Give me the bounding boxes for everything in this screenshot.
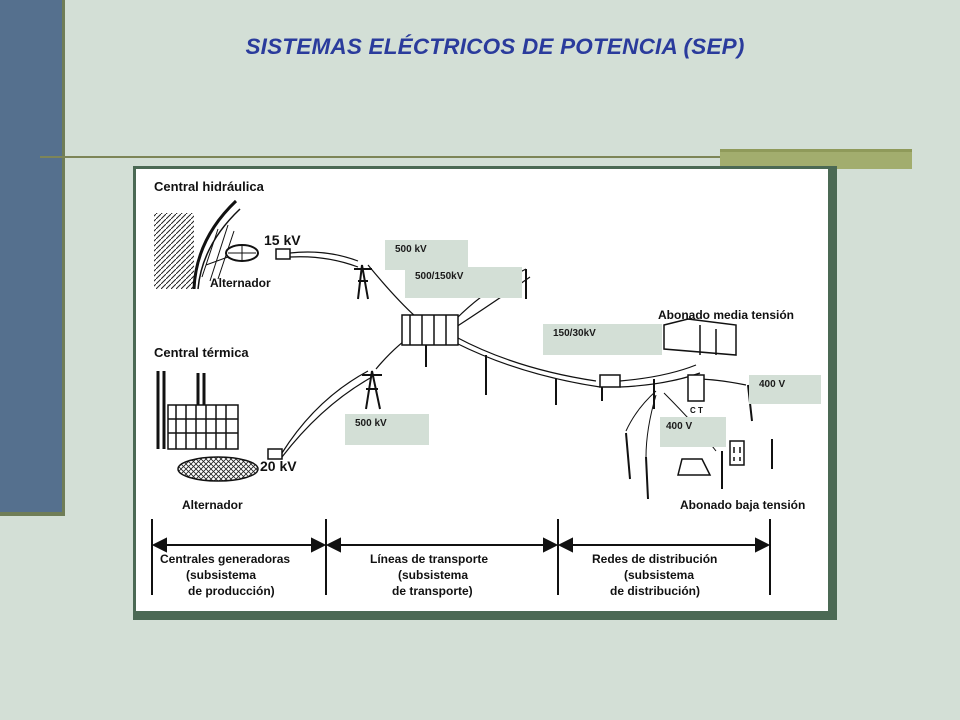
low-voltage-label: Abonado baja tensión [680, 498, 805, 512]
medium-voltage-label: Abonado media tensión [658, 308, 794, 322]
page-title: SISTEMAS ELÉCTRICOS DE POTENCIA (SEP) [245, 34, 745, 59]
ct-transformer-icon [687, 374, 705, 402]
alternator-top-label: Alternador [210, 276, 271, 290]
section-1-line2: (subsistema [186, 568, 256, 582]
hydro-plant-label: Central hidráulica [154, 179, 265, 194]
thermal-plant-icon [156, 371, 283, 482]
power-system-diagram: Central hidráulica 15 kV Alternador Cent… [133, 166, 837, 620]
callout-500kv-bottom: 500 kV [345, 414, 429, 445]
section-3-line2: (subsistema [624, 568, 694, 582]
label-20kv: 20 kV [260, 458, 297, 474]
step-up-transformer-top [275, 248, 291, 260]
ct-label: C T [690, 406, 703, 415]
alternator-bottom-label: Alternador [182, 498, 243, 512]
header-divider [40, 156, 912, 158]
callout-400v-ct: 400 V [660, 417, 726, 447]
section-3-line3: de distribución) [610, 584, 700, 598]
section-1-line3: de producción) [188, 584, 275, 598]
subsystem-arrows [151, 519, 771, 595]
thermal-plant-label: Central térmica [154, 345, 249, 360]
substation-icon [401, 314, 459, 367]
section-2-line2: (subsistema [398, 568, 468, 582]
callout-500-150kv: 500/150kV [405, 267, 522, 298]
left-decorative-band [0, 0, 65, 516]
distribution-poles [485, 355, 773, 500]
label-15kv: 15 kV [264, 232, 301, 248]
transmission-lines [281, 251, 747, 458]
callout-400v-right: 400 V [749, 375, 821, 404]
section-1-line1: Centrales generadoras [160, 552, 290, 566]
accent-bar [720, 149, 912, 169]
callout-500kv-top: 500 kV [385, 240, 468, 270]
section-3-line1: Redes de distribución [592, 552, 717, 566]
callout-150-30kv: 150/30kV [543, 324, 662, 355]
transmission-tower-bottom [362, 370, 382, 410]
section-2-line3: de transporte) [392, 584, 473, 598]
transmission-tower-top [354, 264, 372, 300]
low-voltage-house-icon [677, 440, 745, 476]
section-2-line1: Líneas de transporte [370, 552, 488, 566]
medium-voltage-building-icon [663, 318, 737, 356]
hydro-plant-icon [154, 199, 259, 290]
